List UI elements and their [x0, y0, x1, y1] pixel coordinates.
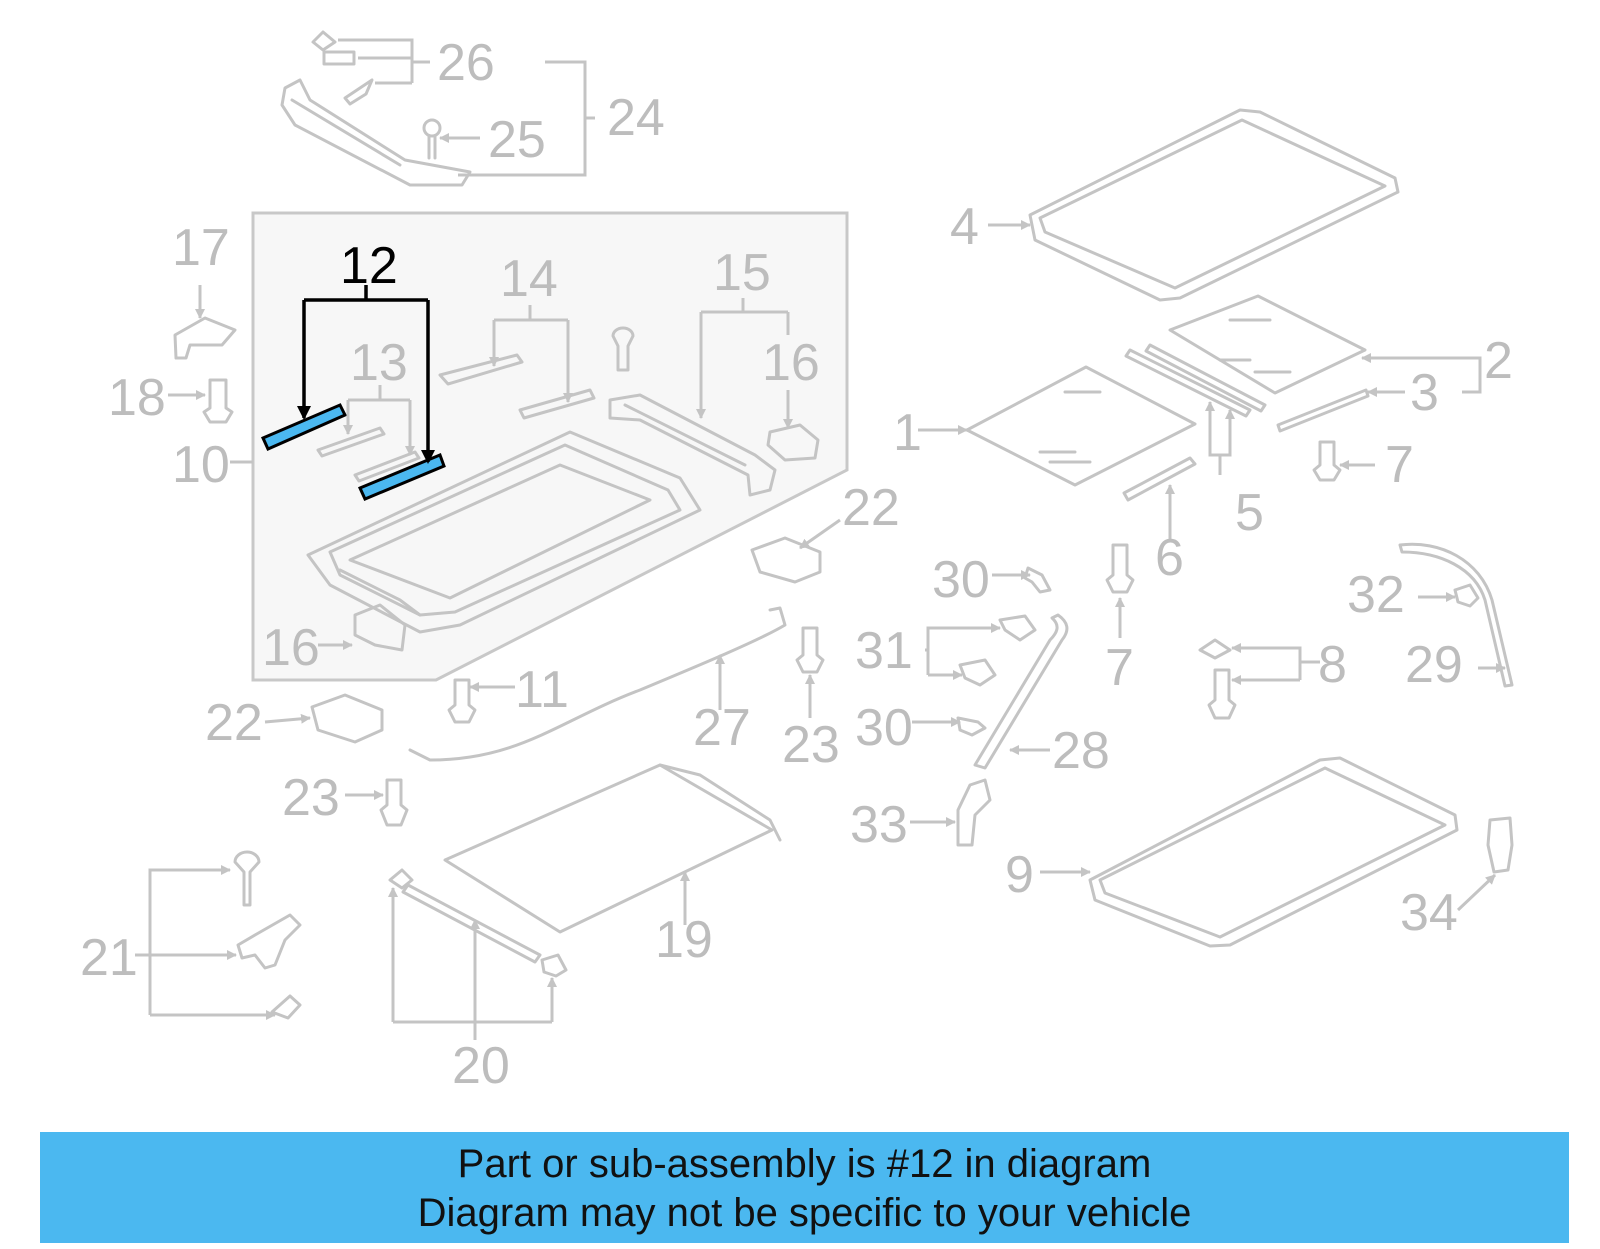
callout-7-right: 7	[1385, 436, 1414, 494]
callout-22-left: 22	[205, 694, 263, 752]
info-banner: Part or sub-assembly is #12 in diagram D…	[40, 1132, 1569, 1243]
highlighted-part-12b	[357, 453, 446, 501]
callout-3: 3	[1410, 364, 1439, 422]
nut-8-icon	[1198, 638, 1232, 660]
glass-seal-4	[1028, 108, 1400, 302]
box-leaders	[230, 285, 793, 650]
deflector-rail-22-right	[750, 536, 822, 584]
seal-part-13a	[316, 426, 386, 458]
callout-34: 34	[1400, 884, 1458, 942]
bolt-23-left-icon	[379, 778, 409, 827]
callout-22-right: 22	[842, 479, 900, 537]
bolt-23-right-icon	[795, 626, 825, 674]
bolt-7-lower-icon	[1105, 543, 1135, 594]
clip-30-lower	[956, 716, 987, 737]
clip-31-lower	[958, 658, 997, 687]
callout-16-upper: 16	[762, 334, 820, 392]
callout-2: 2	[1484, 332, 1513, 390]
callout-16-lower: 16	[262, 619, 320, 677]
glass-panel-2	[1168, 294, 1367, 395]
callout-19: 19	[655, 911, 713, 969]
callout-5: 5	[1235, 484, 1264, 542]
callout-12: 12	[340, 237, 398, 295]
callout-17: 17	[172, 219, 230, 277]
clip-32	[1453, 583, 1480, 608]
glass-panel-1	[965, 365, 1197, 487]
callout-32: 32	[1347, 566, 1405, 624]
elbow-33	[956, 778, 992, 847]
deflector-assembly	[280, 30, 595, 187]
callout-23-right: 23	[782, 716, 840, 774]
callout-11: 11	[515, 661, 569, 719]
callout-8: 8	[1318, 636, 1347, 694]
callout-23-left: 23	[282, 769, 340, 827]
highlighted-part-12a	[261, 403, 348, 451]
callout-20: 20	[452, 1037, 510, 1095]
clip-31-upper	[998, 614, 1037, 642]
callout-21: 21	[80, 929, 138, 987]
assembly-box-10	[251, 211, 849, 682]
bolt-7-upper-icon	[1312, 440, 1342, 482]
callout-6: 6	[1155, 529, 1184, 587]
clip-20-left	[388, 868, 414, 890]
callout-33: 33	[850, 796, 908, 854]
guide-16-upper	[766, 423, 820, 462]
clip-21	[270, 994, 302, 1020]
seal-strip-5b	[1144, 343, 1267, 413]
callout-26: 26	[437, 34, 495, 92]
callout-31: 31	[855, 622, 913, 680]
banner-line-1: Part or sub-assembly is #12 in diagram	[457, 1142, 1152, 1186]
bolt-8-icon	[1207, 668, 1237, 720]
callout-24: 24	[607, 89, 665, 147]
bolt-icon	[611, 326, 635, 372]
callout-30-lower: 30	[855, 699, 913, 757]
callout-27: 27	[693, 699, 751, 757]
clip-30-upper	[1023, 566, 1052, 594]
callout-15: 15	[713, 244, 771, 302]
grommet-34	[1486, 816, 1514, 874]
sunroof-frame	[306, 430, 702, 634]
callout-14: 14	[500, 250, 558, 308]
seal-strip-3	[1276, 388, 1370, 433]
seal-part-13b	[353, 450, 421, 483]
callout-29: 29	[1405, 636, 1463, 694]
callout-9: 9	[1005, 846, 1034, 904]
clip-20-right	[540, 953, 568, 978]
deflector-rail-22-left	[310, 693, 384, 744]
drain-hose-29	[1398, 542, 1514, 688]
seal-strip-5a	[1124, 348, 1252, 418]
callout-labels: 1 2 3 4 5 6 7 7 8 9 10 11 12 13 14 15 16…	[80, 34, 1513, 1095]
callout-30-upper: 30	[932, 551, 990, 609]
callout-28: 28	[1052, 722, 1110, 780]
rail-20	[401, 883, 542, 964]
sunroof-rail-15	[608, 393, 777, 497]
callout-7-lower: 7	[1105, 639, 1134, 697]
callout-4: 4	[950, 198, 979, 256]
sunshade-19	[443, 763, 782, 934]
drain-hose-28	[973, 613, 1069, 770]
bolt-18-icon	[202, 378, 234, 424]
callout-1: 1	[893, 404, 922, 462]
callout-25: 25	[488, 111, 546, 169]
banner-line-2: Diagram may not be specific to your vehi…	[417, 1191, 1192, 1235]
glass-seal-9	[1088, 756, 1459, 948]
clip-17	[173, 316, 237, 360]
screw-21-icon	[233, 850, 261, 907]
callout-10: 10	[172, 436, 230, 494]
guide-16-lower	[353, 603, 407, 652]
callout-18: 18	[108, 369, 166, 427]
bracket-21	[236, 913, 302, 970]
seal-strip-6	[1122, 456, 1197, 502]
callout-13: 13	[350, 334, 408, 392]
cable-27	[408, 606, 787, 762]
